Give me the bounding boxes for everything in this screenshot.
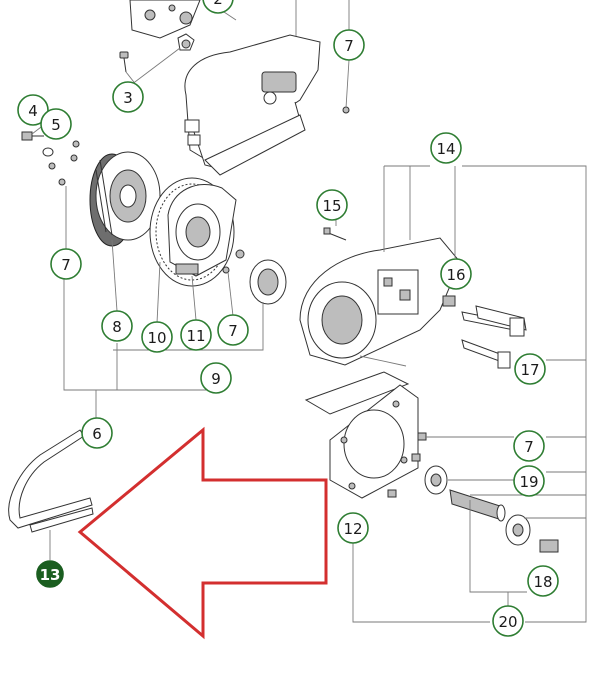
callout-label: 5	[51, 116, 61, 134]
mounting-plate-part	[329, 384, 419, 499]
callout-label: 14	[436, 140, 455, 158]
callout-label: 10	[147, 329, 166, 347]
callout-19[interactable]: 19	[513, 465, 545, 497]
callout-label: 19	[519, 473, 538, 491]
callout-17[interactable]: 17	[514, 353, 546, 385]
callout-label: 7	[228, 322, 238, 340]
callout-13[interactable]: 13	[36, 560, 64, 588]
highlight-arrow	[77, 426, 328, 640]
callout-label: 8	[112, 318, 122, 336]
gasket-outline	[304, 355, 410, 415]
callout-18[interactable]: 18	[527, 565, 559, 597]
washer-screw-set	[21, 131, 80, 186]
callout-label: 2	[213, 0, 223, 8]
callout-4[interactable]: 4	[17, 94, 49, 126]
callout-7-top[interactable]: 7	[333, 29, 365, 61]
v-belt-part	[8, 429, 94, 533]
callout-7-right[interactable]: 7	[513, 430, 545, 462]
callout-label: 13	[40, 566, 61, 584]
washer-bolt-part	[505, 514, 559, 553]
screw-part	[119, 51, 129, 73]
callout-14[interactable]: 14	[430, 132, 462, 164]
callout-label: 6	[92, 425, 102, 443]
callout-10[interactable]: 10	[141, 321, 173, 353]
callout-label: 20	[498, 613, 517, 631]
callout-label: 7	[524, 438, 534, 456]
callout-label: 18	[533, 573, 552, 591]
shaft-part	[449, 489, 506, 522]
callout-label: 9	[211, 370, 221, 388]
callout-15[interactable]: 15	[316, 189, 348, 221]
callout-label: 7	[61, 256, 71, 274]
screw-set-right	[342, 106, 427, 498]
callout-2[interactable]: 2	[202, 0, 234, 14]
belt-guard-housing	[184, 34, 321, 176]
bearing-ring-part	[222, 249, 287, 305]
callout-6[interactable]: 6	[81, 417, 113, 449]
callout-label: 11	[186, 327, 205, 345]
bolt-set-part	[442, 295, 527, 369]
callout-9[interactable]: 9	[200, 362, 232, 394]
callout-7-left[interactable]: 7	[50, 248, 82, 280]
pulley-part	[89, 151, 161, 247]
callout-5[interactable]: 5	[40, 108, 72, 140]
callout-11[interactable]: 11	[180, 319, 212, 351]
callout-label: 15	[322, 197, 341, 215]
callout-label: 12	[343, 520, 362, 538]
callout-label: 4	[28, 102, 38, 120]
callout-label: 7	[344, 37, 354, 55]
main-bracket-part	[299, 227, 461, 366]
leader-lines	[31, 0, 587, 623]
spacer-part	[424, 465, 448, 495]
callout-label: 16	[446, 266, 465, 284]
upper-bracket-part	[129, 0, 201, 51]
callout-16[interactable]: 16	[440, 258, 472, 290]
callout-label: 3	[123, 89, 133, 107]
callout-8[interactable]: 8	[101, 310, 133, 342]
callout-20[interactable]: 20	[492, 605, 524, 637]
callout-label: 17	[520, 361, 539, 379]
callout-12[interactable]: 12	[337, 512, 369, 544]
bearing-plate-part	[167, 183, 237, 277]
callout-7-middle[interactable]: 7	[217, 314, 249, 346]
callout-3[interactable]: 3	[112, 81, 144, 113]
